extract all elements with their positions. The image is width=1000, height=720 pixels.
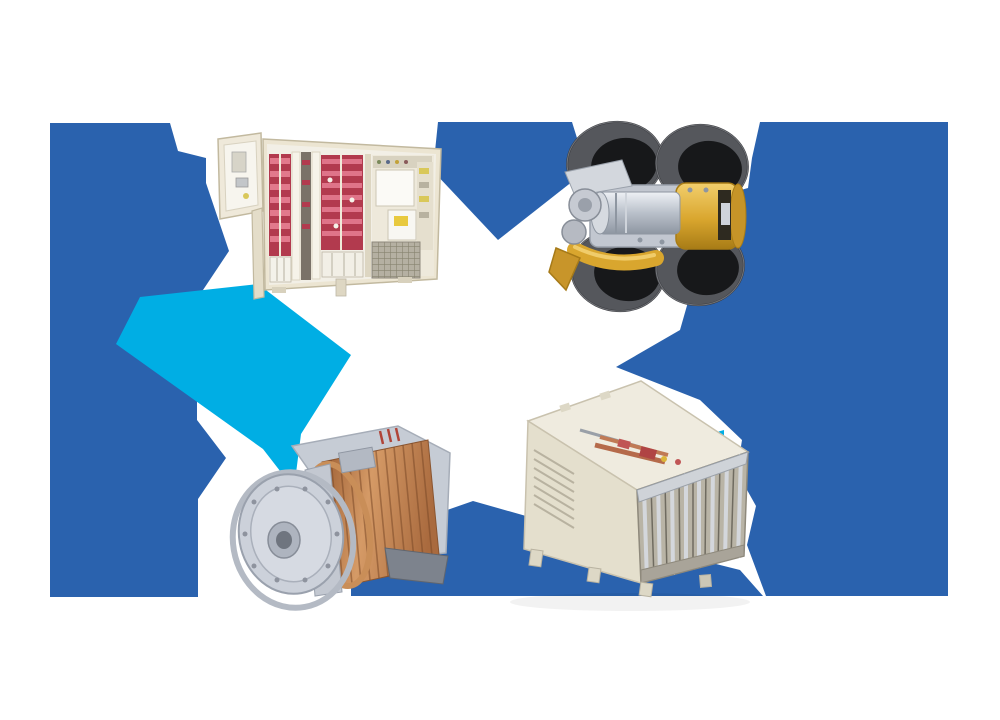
electric-motor-generator: [229, 425, 451, 611]
cabinet-blank-panel: [375, 169, 415, 207]
motor-front-bolts: [242, 486, 340, 583]
arrow-center-cyan: [116, 284, 351, 489]
cabinet-red-module-bay-b: [321, 155, 364, 278]
resistor-top-piping: [559, 390, 681, 465]
cabinet-pillar: [291, 151, 301, 281]
cabinet-pillar: [311, 151, 321, 280]
cabinet-red-module-bay-a: [269, 154, 292, 283]
motor-cradle: [384, 547, 449, 585]
propulsion-pod-unit: [548, 120, 749, 313]
cycle-arrows: [50, 122, 948, 597]
cabinet-mesh-grille: [371, 241, 421, 279]
pod-chrome-cylinder: [597, 191, 681, 235]
cabinet-narrow-bay: [301, 152, 311, 280]
cabinet-door-edge: [251, 207, 265, 300]
pod-gold-fin: [548, 246, 581, 292]
pod-central-assembly: [548, 159, 747, 292]
resistor-unit: [510, 380, 750, 611]
power-converter-cabinet: [217, 132, 442, 300]
resistor-grille-top-rail: [636, 451, 749, 503]
pod-gold-pipe: [567, 242, 664, 271]
resistor-louvers: [533, 449, 575, 529]
cabinet-right-bay: [371, 155, 434, 279]
resistor-grille-bottom-rail: [640, 544, 745, 584]
resistor-grille: [636, 450, 749, 584]
arrow-top-chevron: [433, 122, 587, 240]
